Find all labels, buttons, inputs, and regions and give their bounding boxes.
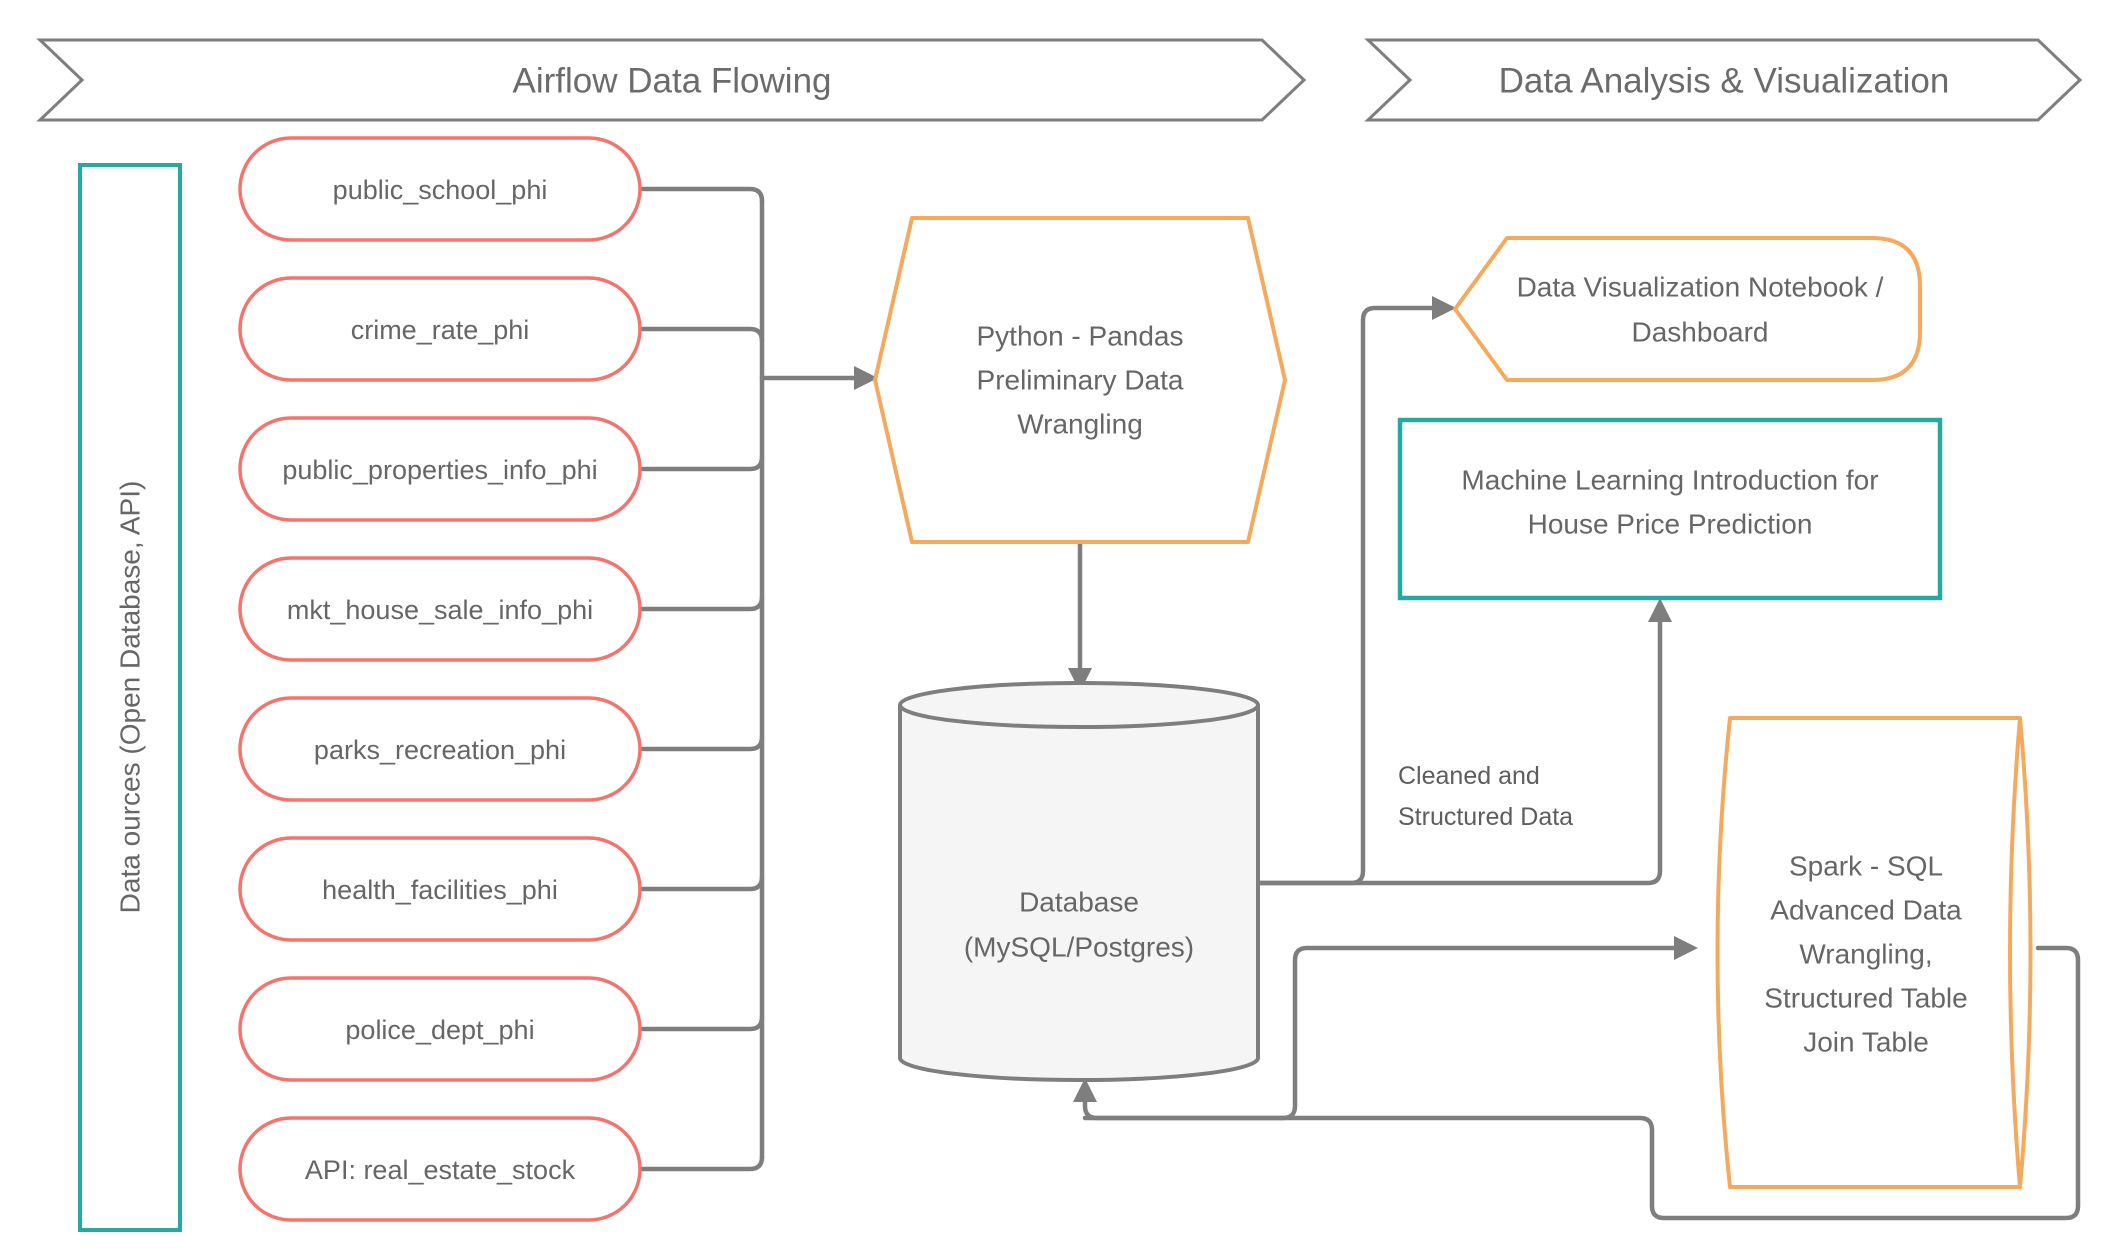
edge-source-6: [637, 874, 765, 892]
banner-analysis-title: Data Analysis & Visualization: [1499, 62, 1950, 101]
spark-line1: Spark - SQL: [1789, 851, 1943, 882]
edge-source-3: [637, 454, 765, 472]
source-node-public-school: [238, 136, 642, 242]
banner-airflow: Airflow Data Flowing: [36, 38, 1307, 122]
banner-airflow-title: Airflow Data Flowing: [513, 62, 832, 101]
source-label-health-facilities: health_facilities_phi: [322, 875, 558, 905]
database-line2: (MySQL/Postgres): [964, 932, 1194, 963]
banner-analysis-shape: [1364, 38, 2083, 122]
edge-source-5: [637, 734, 765, 752]
database-node: Database (MySQL/Postgres): [898, 681, 1260, 1082]
source-node-public-properties: [238, 416, 642, 522]
database-cylinder-top: [898, 681, 1260, 729]
source-node-crime-rate: [238, 276, 642, 382]
source-node-mkt-house-sale: [238, 556, 642, 662]
edge-source-7: [637, 1014, 765, 1032]
spark-line2: Advanced Data: [1770, 895, 1962, 926]
wrangling-hexagon-node: Python - Pandas Preliminary Data Wrangli…: [873, 216, 1287, 544]
source-label-parks-recreation: parks_recreation_phi: [314, 735, 566, 765]
ml-box-line2: House Price Prediction: [1528, 509, 1813, 540]
edge-spark-to-db: [1082, 945, 2081, 1221]
cleaned-data-label-line2: Structured Data: [1398, 803, 1573, 831]
source-label-real-estate-api: API: real_estate_stock: [305, 1155, 576, 1185]
edge-source-1: [637, 186, 765, 204]
source-node-police-dept: [238, 976, 642, 1082]
source-node-real-estate-api: [238, 1116, 642, 1222]
arrowhead-into-hexagon: [854, 366, 878, 390]
spark-line3: Wrangling,: [1799, 939, 1932, 970]
edge-source-8: [637, 1154, 765, 1172]
source-label-public-school: public_school_phi: [333, 175, 548, 205]
ml-box-shape: [1397, 417, 1943, 601]
source-node-parks-recreation: [238, 696, 642, 802]
arrowhead-into-db-bottom: [1073, 1078, 1097, 1102]
source-nodes: public_school_phi crime_rate_phi public_…: [238, 136, 642, 1222]
wrangling-hexagon-line3: Wrangling: [1017, 409, 1143, 440]
spark-line4: Structured Table: [1764, 983, 1967, 1014]
notebook-line1: Data Visualization Notebook /: [1517, 272, 1884, 303]
banner-airflow-shape: [36, 38, 1307, 122]
edge-db-to-ml: [1255, 619, 1663, 886]
wrangling-hexagon-line2: Preliminary Data: [977, 365, 1184, 396]
wrangling-hexagon-shape: [873, 216, 1287, 544]
data-sources-bar-label: Data ources (Open Database, API): [115, 481, 146, 914]
edge-source-4: [637, 594, 765, 612]
source-node-health-facilities: [238, 836, 642, 942]
database-line1: Database: [1019, 887, 1139, 918]
wrangling-hexagon-line1: Python - Pandas: [976, 321, 1183, 352]
notebook-shape: [1453, 236, 1922, 382]
source-label-police-dept: police_dept_phi: [345, 1015, 534, 1045]
ml-box-line1: Machine Learning Introduction for: [1461, 465, 1878, 496]
ml-node: Machine Learning Introduction for House …: [1397, 417, 1943, 601]
arrowhead-into-ml: [1648, 598, 1672, 622]
source-label-crime-rate: crime_rate_phi: [351, 315, 530, 345]
arrowhead-into-spark: [1674, 936, 1698, 960]
notebook-line2: Dashboard: [1632, 317, 1769, 348]
spark-shape-inner-arc: [2008, 717, 2022, 1188]
banner-analysis: Data Analysis & Visualization: [1364, 38, 2083, 122]
cleaned-data-label: Cleaned and Structured Data: [1398, 762, 1573, 831]
source-label-public-properties: public_properties_info_phi: [282, 455, 597, 485]
arrowhead-into-db-top: [1068, 668, 1092, 692]
notebook-node: Data Visualization Notebook / Dashboard: [1453, 236, 1922, 382]
database-cylinder-body: [898, 705, 1260, 1082]
cleaned-data-label-line1: Cleaned and: [1398, 762, 1540, 790]
connectors: [637, 186, 2081, 1221]
spark-line5: Join Table: [1803, 1027, 1929, 1058]
edge-source-2: [637, 326, 765, 344]
arrowhead-into-notebook: [1432, 296, 1456, 320]
data-sources-bar-shape: [78, 163, 182, 1232]
data-sources-bar: Data ources (Open Database, API): [78, 163, 182, 1232]
source-label-mkt-house-sale: mkt_house_sale_info_phi: [287, 595, 593, 625]
spark-node: Spark - SQL Advanced Data Wrangling, Str…: [1715, 716, 2033, 1189]
